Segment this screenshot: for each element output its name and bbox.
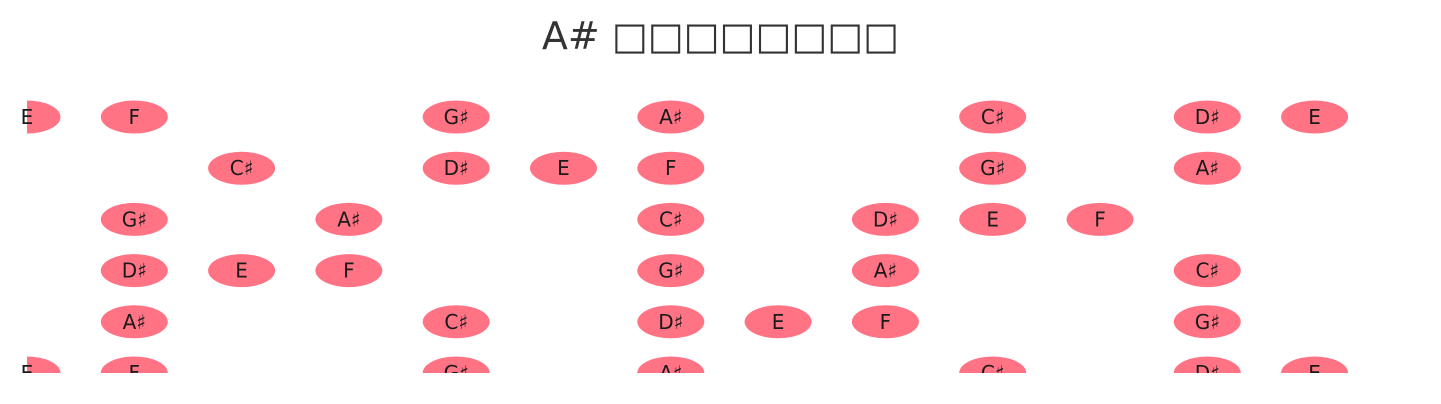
note-marker (1173, 151, 1241, 185)
note-marker (1173, 100, 1241, 134)
note-label: F (665, 156, 677, 180)
note-marker (1173, 305, 1241, 339)
note-label: D♯ (444, 156, 469, 180)
note-label: F (880, 310, 892, 334)
note-label: C♯ (230, 156, 254, 180)
note-marker (959, 100, 1027, 134)
note-marker (637, 151, 705, 185)
note-label: D♯ (1195, 105, 1220, 129)
note-marker (1173, 356, 1241, 373)
note-label: F (129, 105, 141, 129)
note-marker (637, 356, 705, 373)
note-marker (959, 202, 1027, 236)
note-label: G♯ (122, 207, 147, 231)
note-label: E (557, 156, 570, 180)
note-label: A♯ (337, 207, 360, 231)
note-marker (637, 305, 705, 339)
note-marker (208, 151, 276, 185)
note-label: D♯ (873, 207, 898, 231)
note-marker (422, 100, 490, 134)
note-marker (637, 254, 705, 288)
note-label: C♯ (981, 105, 1005, 129)
note-marker (100, 254, 168, 288)
note-label: F (129, 361, 141, 385)
note-label: D♯ (1195, 361, 1220, 385)
note-marker (1281, 100, 1349, 134)
note-marker (959, 151, 1027, 185)
note-label: C♯ (659, 207, 683, 231)
note-marker (851, 202, 919, 236)
note-label: C♯ (444, 310, 468, 334)
note-label: A♯ (874, 259, 897, 283)
note-marker (1066, 202, 1134, 236)
note-marker (422, 305, 490, 339)
note-label: E (772, 310, 785, 334)
note-marker (637, 202, 705, 236)
note-label: D♯ (658, 310, 683, 334)
note-marker (100, 305, 168, 339)
note-label: E (21, 361, 34, 385)
note-label: A♯ (1196, 156, 1219, 180)
note-label: G♯ (444, 105, 469, 129)
note-marker (530, 151, 597, 185)
note-markers (27, 100, 1349, 373)
note-label: A♯ (659, 105, 682, 129)
note-marker (1173, 254, 1241, 288)
note-label: E (1308, 361, 1321, 385)
note-marker (744, 305, 812, 339)
note-marker (959, 356, 1027, 373)
note-label: A♯ (123, 310, 146, 334)
note-marker (637, 100, 705, 134)
note-label: G♯ (980, 156, 1005, 180)
note-marker (100, 356, 168, 373)
note-label: E (21, 105, 34, 129)
note-marker (100, 100, 168, 134)
note-marker (315, 202, 383, 236)
note-label: E (986, 207, 999, 231)
note-marker (27, 100, 61, 134)
note-label: G♯ (444, 361, 469, 385)
note-label: C♯ (981, 361, 1005, 385)
note-marker (208, 254, 276, 288)
note-marker (27, 356, 61, 373)
note-marker (100, 202, 168, 236)
note-label: A♯ (659, 361, 682, 385)
note-label: G♯ (658, 259, 683, 283)
diagram-title: A# □□□□□□□□ (541, 14, 900, 58)
note-marker (851, 254, 919, 288)
note-marker (422, 151, 490, 185)
note-label: F (1094, 207, 1106, 231)
note-marker (315, 254, 383, 288)
note-marker (422, 356, 490, 373)
note-label: F (343, 259, 355, 283)
note-label: C♯ (1195, 259, 1219, 283)
note-label: G♯ (1195, 310, 1220, 334)
note-label: E (235, 259, 248, 283)
note-marker (851, 305, 919, 339)
note-label: D♯ (122, 259, 147, 283)
note-labels: E F G♯ A♯ C♯ D♯ E C♯ D♯ E F G♯ A♯ G♯ A♯ C♯ D♯ E F D♯ E F G♯ A♯ C… (21, 105, 1321, 385)
note-label: E (1308, 105, 1321, 129)
note-marker (1281, 356, 1349, 373)
